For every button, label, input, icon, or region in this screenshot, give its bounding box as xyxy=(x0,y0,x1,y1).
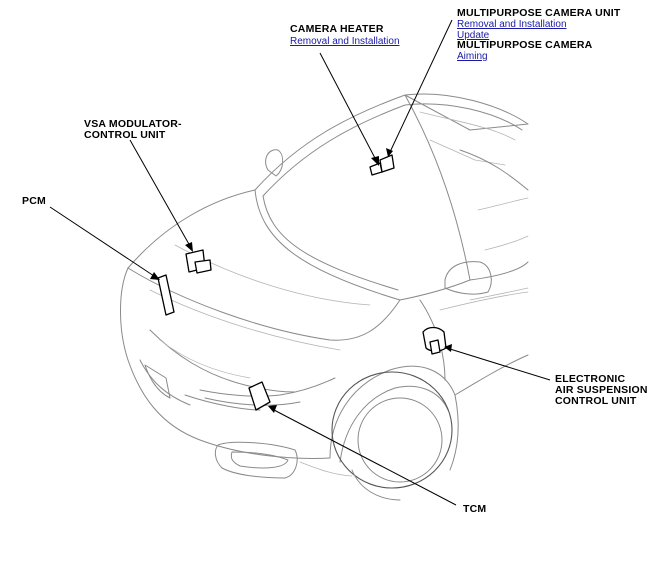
pcm-label: PCM xyxy=(22,195,46,207)
vsa-modulator-label-line2: CONTROL UNIT xyxy=(84,129,166,141)
multipurpose-camera-unit-removal-link[interactable]: Removal and Installation xyxy=(457,19,567,30)
multipurpose-camera-aiming-link[interactable]: Aiming xyxy=(457,51,488,62)
tcm-label: TCM xyxy=(463,503,487,515)
multipurpose-camera-unit-label: MULTIPURPOSE CAMERA UNIT xyxy=(457,7,621,19)
air-suspension-part xyxy=(422,326,447,355)
multipurpose-camera-unit-update-link[interactable]: Update xyxy=(457,30,490,41)
multipurpose-camera-label: MULTIPURPOSE CAMERA xyxy=(457,39,593,51)
arrowhead-tcm xyxy=(268,405,277,413)
leader-vsa xyxy=(129,139,191,247)
leader-lines xyxy=(49,19,551,506)
pcm-part xyxy=(157,274,175,316)
vsa-modulator-part xyxy=(185,249,212,274)
tcm-part xyxy=(248,381,271,411)
camera-heater-removal-link[interactable]: Removal and Installation xyxy=(290,36,400,47)
arrowhead-camera-unit xyxy=(386,148,393,157)
leader-tcm xyxy=(273,409,457,506)
arrowhead-camera-heater xyxy=(371,156,379,166)
car-body xyxy=(120,93,529,501)
arrowhead-air-suspension xyxy=(444,344,452,352)
arrowhead-pcm xyxy=(150,272,160,280)
leader-camera-heater xyxy=(319,52,377,161)
component-parts xyxy=(157,154,447,411)
air-suspension-label-line2: AIR SUSPENSION xyxy=(555,384,648,396)
camera-heater-label: CAMERA HEATER xyxy=(290,23,384,35)
leader-air-suspension xyxy=(449,348,551,381)
vsa-modulator-label-line1: VSA MODULATOR- xyxy=(84,118,182,130)
leader-camera-unit xyxy=(389,19,453,153)
arrowhead-vsa xyxy=(185,242,193,252)
air-suspension-label-line1: ELECTRONIC xyxy=(555,373,626,385)
leader-pcm xyxy=(49,206,155,277)
air-suspension-label-line3: CONTROL UNIT xyxy=(555,395,637,407)
